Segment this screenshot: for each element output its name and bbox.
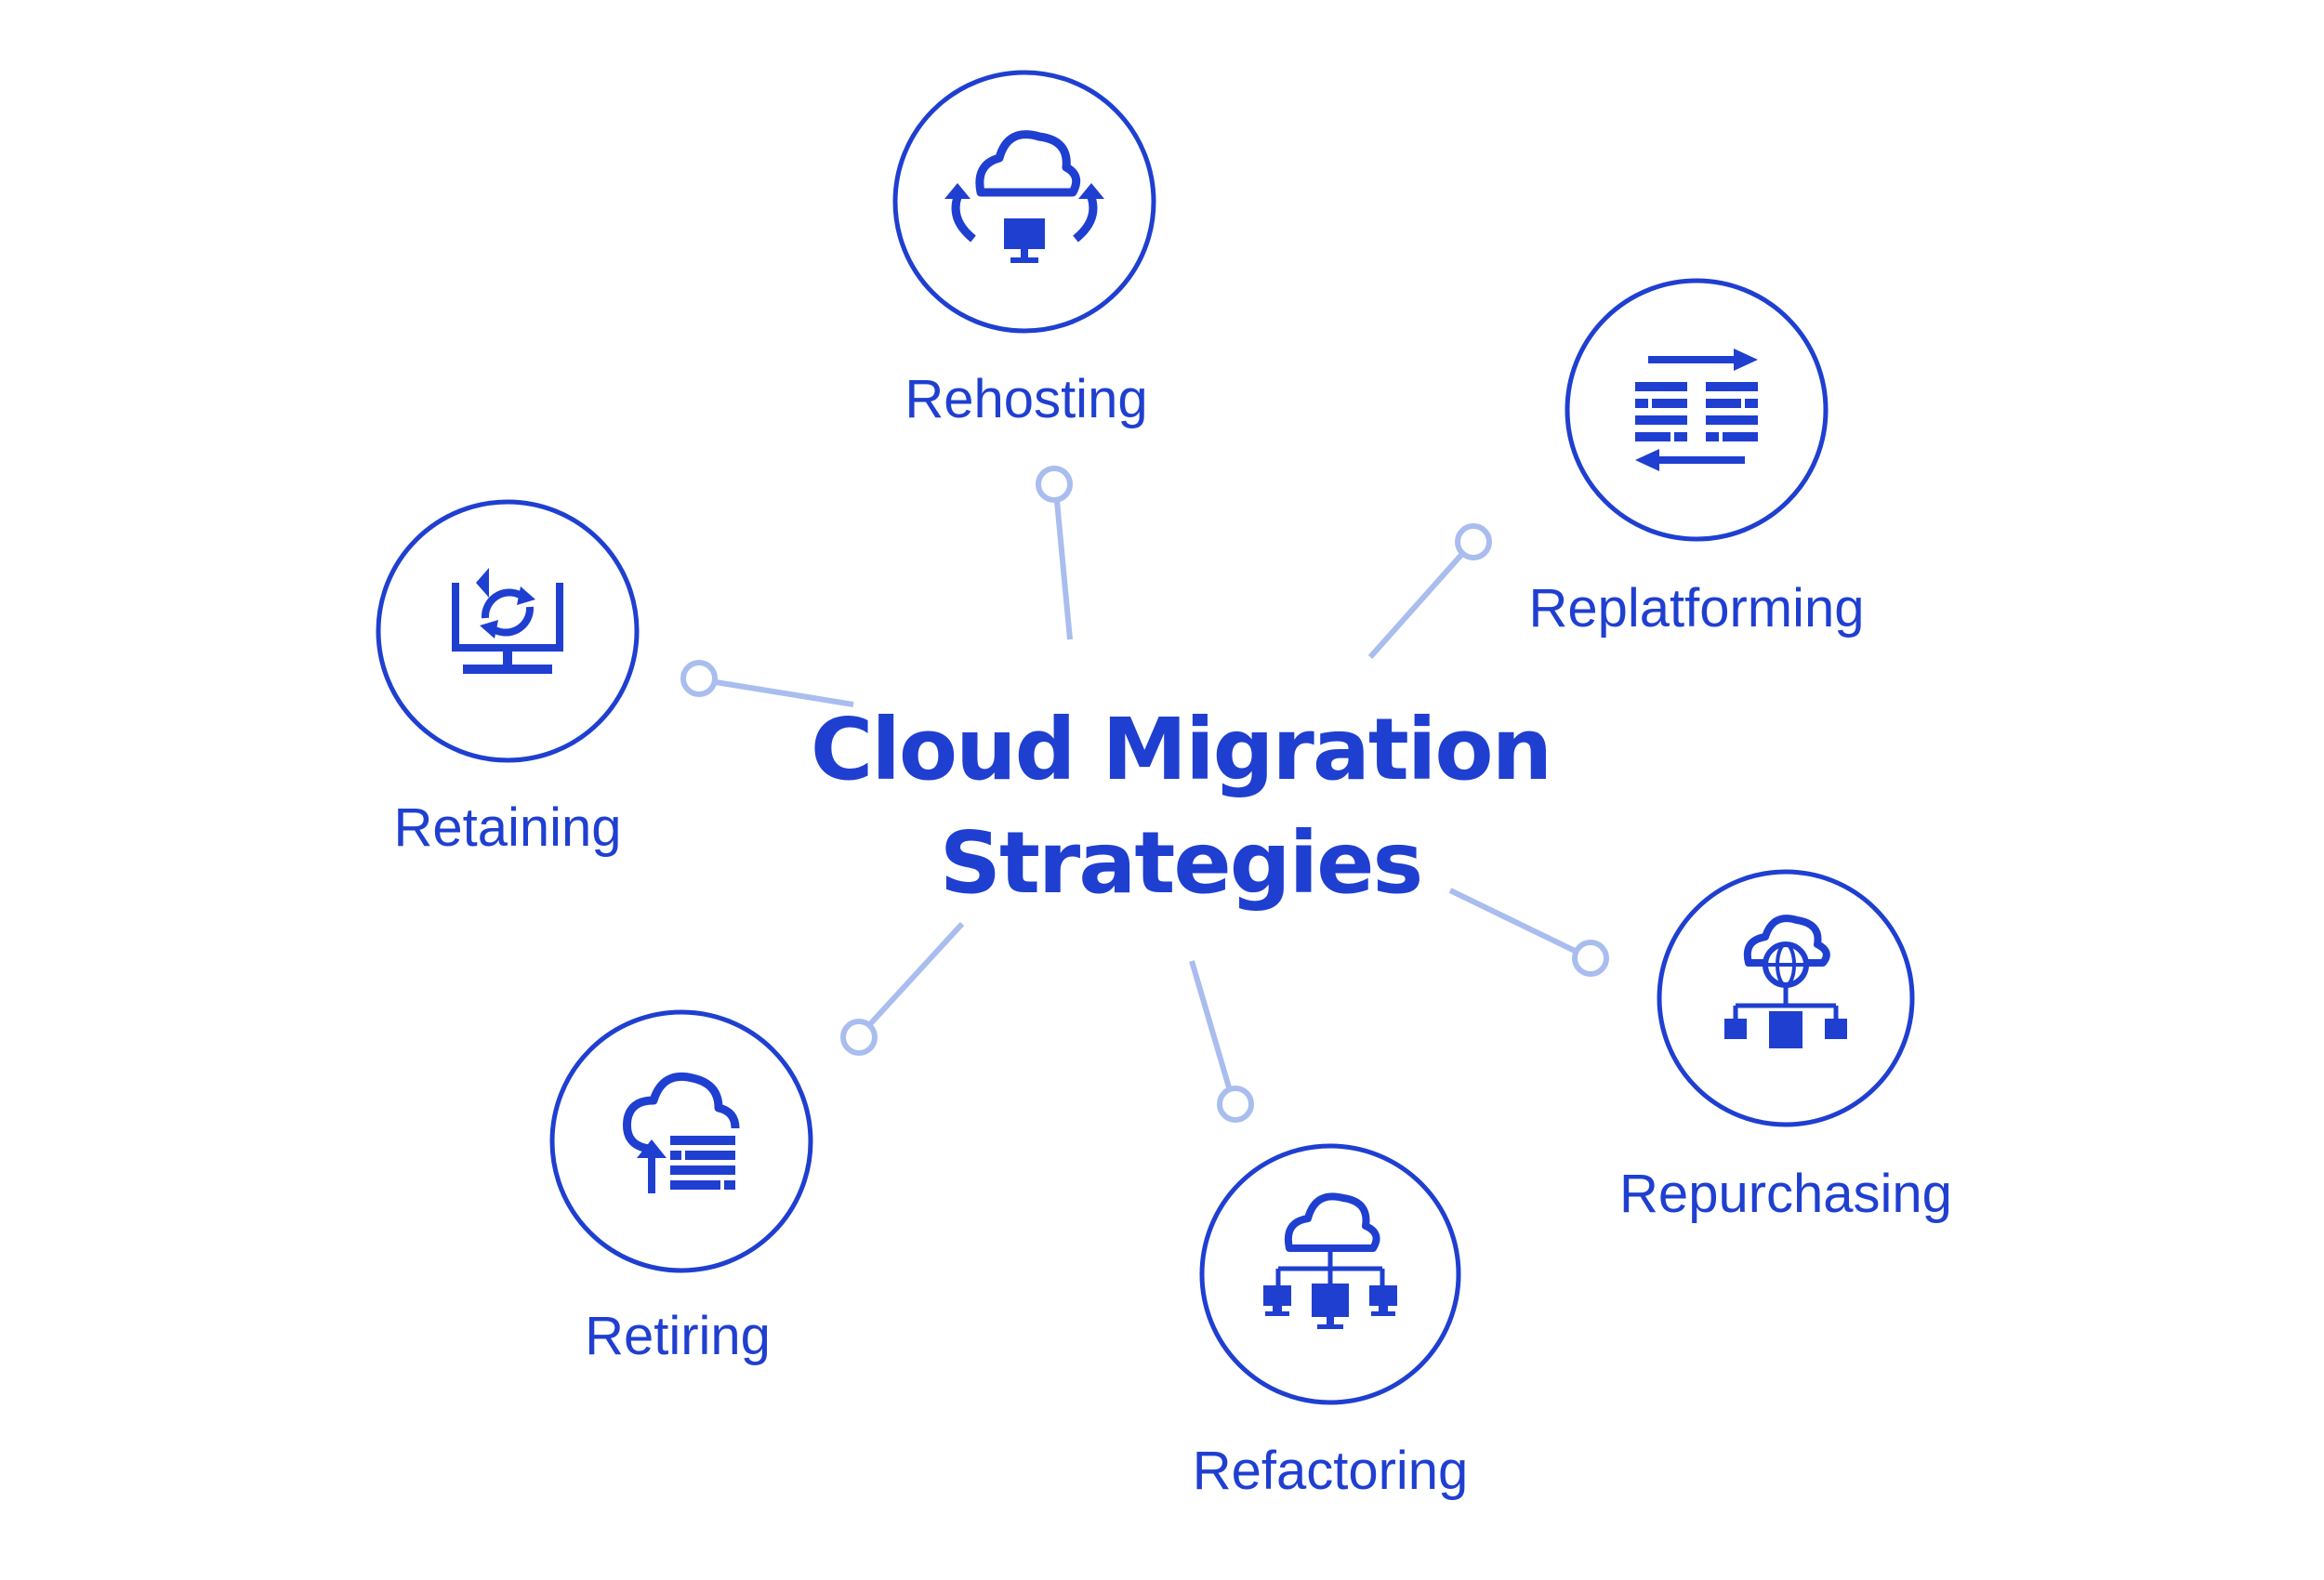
strategy-refactoring: Refactoring [1193, 1143, 1469, 1501]
connectors [680, 466, 1609, 1123]
strategy-label: Retaining [393, 797, 621, 858]
connector-rehosting [1036, 466, 1073, 640]
cloud-upload-list-icon [622, 1073, 740, 1193]
connector-retaining [680, 660, 854, 707]
monitor-refresh-icon [452, 568, 563, 674]
strategy-replatforming: Replatforming [1528, 278, 1865, 639]
connector-retiring [840, 921, 965, 1056]
cloud-sync-monitor-icon [944, 130, 1104, 263]
connector-refactoring [1189, 960, 1254, 1123]
connector-replatforming [1367, 523, 1492, 659]
strategy-label: Retiring [585, 1306, 771, 1366]
strategy-retiring: Retiring [549, 1009, 813, 1366]
strategy-label: Refactoring [1193, 1441, 1469, 1501]
diagram-title-line1: Cloud Migration [811, 700, 1551, 799]
strategy-circle [1565, 278, 1829, 542]
strategy-circle [892, 70, 1156, 334]
strategy-rehosting: Rehosting [892, 70, 1156, 429]
cloud-network-computers-icon [1263, 1192, 1397, 1329]
strategy-label: Replatforming [1528, 578, 1864, 639]
strategy-repurchasing: Repurchasing [1619, 869, 1952, 1224]
diagram-title-line2: Strategies [940, 813, 1422, 913]
connector-repurchasing [1448, 888, 1609, 977]
cloud-globe-network-icon [1724, 915, 1847, 1048]
data-transfer-arrows-icon [1635, 349, 1758, 471]
strategy-retaining: Retaining [376, 499, 640, 858]
strategy-label: Repurchasing [1619, 1164, 1952, 1224]
strategy-label: Rehosting [905, 369, 1147, 429]
